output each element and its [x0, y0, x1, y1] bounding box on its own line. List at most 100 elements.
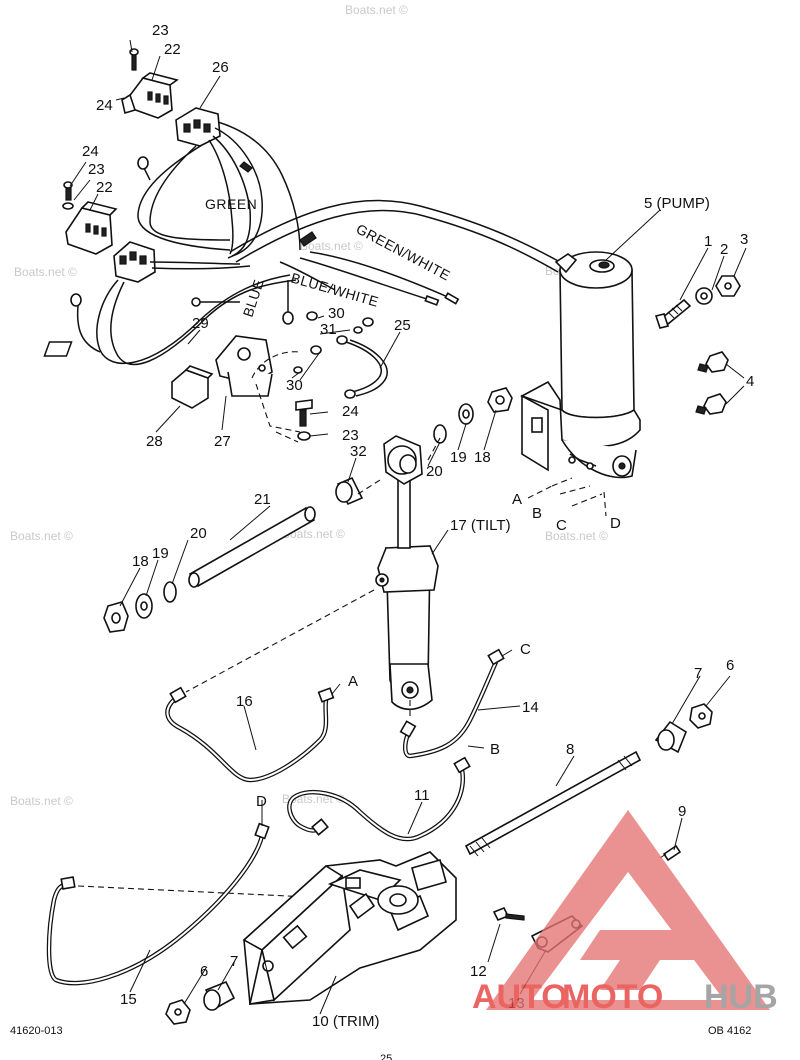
washer-23 [297, 431, 311, 441]
label-7: 7 [230, 953, 238, 970]
label-31: 31 [320, 321, 337, 338]
nut-6-washer-7-bottom [165, 980, 236, 1025]
label-18: 18 [132, 553, 149, 570]
label-22: 22 [164, 41, 181, 58]
label-12: 12 [470, 963, 487, 980]
label-20: 20 [190, 525, 207, 542]
label-24: 24 [82, 143, 99, 160]
page-number: 25 [380, 1053, 392, 1060]
relay-upper [121, 72, 179, 119]
label-17-tilt: 17 (TILT) [450, 517, 511, 534]
connector-c: C [556, 517, 567, 534]
wire-label-blue-white: BLUE/WHITE [289, 270, 380, 310]
label-28: 28 [146, 433, 163, 450]
watermark-text: Boats.net © [300, 239, 363, 253]
leader-lines [69, 39, 747, 1015]
pad-29 [43, 341, 73, 357]
label-25: 25 [394, 317, 411, 334]
bolt-1 [654, 298, 692, 329]
watermark-text: Boats.net © [10, 529, 73, 543]
connector-letters: A B C D A B C D [256, 491, 621, 810]
line-11 [287, 756, 471, 842]
label-26: 26 [212, 59, 229, 76]
wire-label-green: GREEN [205, 196, 257, 212]
logo-text-auto: AUTO [472, 978, 568, 1016]
connector-b: B [490, 741, 500, 758]
watermark-text: Boats.net © [345, 3, 408, 17]
label-22: 22 [96, 179, 113, 196]
label-27: 27 [214, 433, 231, 450]
watermark-text: Boats.net © [10, 794, 73, 808]
label-2: 2 [720, 241, 728, 258]
label-6: 6 [726, 657, 734, 674]
label-6: 6 [200, 963, 208, 980]
automotohub-logo: AUTO MOTO HUB [472, 810, 778, 1016]
label-8: 8 [566, 741, 574, 758]
pin-9 [659, 844, 682, 862]
drawing-code-right: OB 4162 [708, 1025, 751, 1037]
label-23: 23 [152, 22, 169, 39]
label-15: 15 [120, 991, 137, 1008]
wire-label-green-white: GREEN/WHITE [354, 221, 454, 284]
label-1: 1 [704, 233, 712, 250]
logo-text-moto: MOTO [562, 978, 663, 1016]
bushing-32 [335, 476, 364, 506]
wire-label-blue: BLUE [240, 277, 267, 319]
logo-text-hub: HUB [704, 978, 778, 1016]
line-15 [46, 822, 270, 986]
label-20: 20 [426, 463, 443, 480]
screw-12 [492, 906, 525, 922]
label-24: 24 [342, 403, 359, 420]
label-18: 18 [474, 449, 491, 466]
label-10-trim: 10 (TRIM) [312, 1013, 380, 1030]
watermark-text: Boats.net © [14, 265, 77, 279]
pump-5 [520, 251, 641, 479]
label-3: 3 [740, 231, 748, 248]
screw-23-lower [62, 181, 74, 210]
line-16 [165, 686, 335, 783]
connector-a: A [348, 673, 358, 690]
bracket-27 [215, 335, 273, 397]
label-19: 19 [152, 545, 169, 562]
watermark-text: Boats.net © [545, 529, 608, 543]
circuit-breaker-28 [171, 365, 214, 409]
label-14: 14 [522, 699, 539, 716]
ground-lead-25 [336, 335, 388, 399]
rod-8 [464, 750, 642, 857]
label-32: 32 [350, 443, 367, 460]
line-14 [399, 648, 505, 759]
connector-d: D [610, 515, 621, 532]
label-23: 23 [88, 161, 105, 178]
label-30: 30 [328, 305, 345, 322]
connector-c: C [520, 641, 531, 658]
relay-lower [65, 201, 118, 255]
connector-b: B [532, 505, 542, 522]
screw-23-upper [129, 48, 139, 71]
washers-18-19-20-left [103, 581, 177, 633]
washers-19-20-18-right [433, 387, 513, 444]
label-21: 21 [254, 491, 271, 508]
label-24: 24 [96, 97, 113, 114]
label-9: 9 [678, 803, 686, 820]
drawing-code-left: 41620-013 [10, 1025, 63, 1037]
label-5-pump: 5 (PUMP) [644, 195, 710, 212]
connector-d: D [256, 793, 267, 810]
wire-harness [70, 107, 561, 366]
label-16: 16 [236, 693, 253, 710]
screw-24 [295, 399, 313, 427]
label-19: 19 [450, 449, 467, 466]
watermark-text: Boats.net © [282, 527, 345, 541]
nut-7-6-right [654, 703, 713, 754]
dashed-pivot-axis [357, 437, 441, 495]
label-30: 30 [286, 377, 303, 394]
trim-cylinder-10 [242, 851, 457, 1005]
tilt-cylinder-17 [375, 435, 439, 711]
label-23: 23 [342, 427, 359, 444]
pin-21 [188, 506, 316, 588]
label-7: 7 [694, 665, 702, 682]
connector-a: A [512, 491, 522, 508]
label-4: 4 [746, 373, 754, 390]
label-29: 29 [192, 315, 209, 332]
screws-4 [695, 351, 729, 415]
